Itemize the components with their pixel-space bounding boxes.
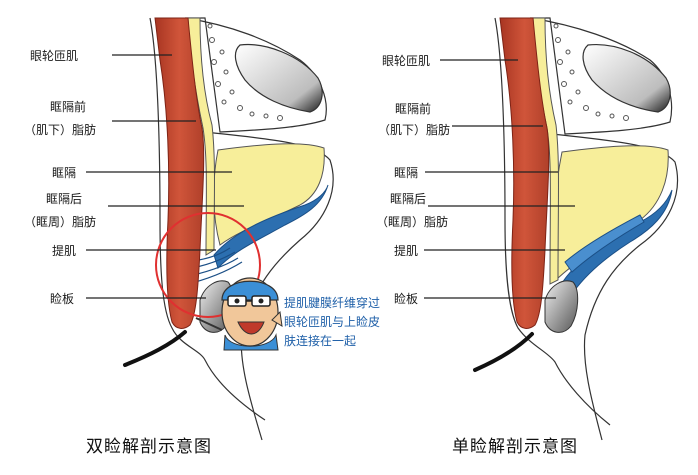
doctor-cartoon <box>195 277 283 351</box>
left-label-orbicularis: 眼轮匝肌 <box>30 49 79 63</box>
left-label-postseptal-fat-line2: （眶周）脂肪 <box>24 215 97 229</box>
left-highlight-circle <box>155 212 261 318</box>
left-eyelid-diagram <box>86 17 334 441</box>
right-label-septum: 眶隔 <box>394 166 419 180</box>
right-eyelid-diagram <box>424 17 679 441</box>
right-leader-lines <box>424 59 575 299</box>
right-label-orbicularis: 眼轮匝肌 <box>382 54 431 68</box>
left-eyelash <box>123 330 187 367</box>
right-bone-dots <box>553 23 629 121</box>
right-levator <box>564 214 645 273</box>
left-label-postseptal-fat-line1: 眶隔后 <box>46 192 83 206</box>
annotation-line-3: 肤连接在一起 <box>284 334 357 348</box>
left-label-preseptal-fat-line1: 眶隔前 <box>50 100 87 114</box>
left-orbit-cavity <box>234 43 323 113</box>
right-skin-outline <box>494 17 611 426</box>
right-label-preseptal-fat-line2: （肌下）脂肪 <box>378 123 451 137</box>
left-label-tarsus: 睑板 <box>50 292 75 306</box>
left-orbicularis-muscle <box>154 17 205 329</box>
right-label-levator: 提肌 <box>394 244 419 258</box>
right-label-postseptal-fat-line1: 眶隔后 <box>390 192 427 206</box>
right-orbicularis-muscle <box>499 17 550 329</box>
levator-fiber-annotation: 提肌腱膜纤维穿过 眼轮匝肌与上睑皮 肤连接在一起 <box>284 294 380 351</box>
left-septum <box>213 184 329 269</box>
left-bone-dots <box>207 23 283 121</box>
right-eyelash <box>473 332 534 372</box>
right-orbit-cavity <box>582 43 671 113</box>
right-tarsus <box>544 280 579 333</box>
left-leader-lines <box>86 54 244 299</box>
left-caption: 双睑解剖示意图 <box>86 437 212 457</box>
left-postseptal-fat <box>213 143 325 246</box>
annotation-line-1: 提肌腱膜纤维穿过 <box>284 296 381 310</box>
left-label-preseptal-fat-line2: （肌下）脂肪 <box>24 123 97 137</box>
right-label-preseptal-fat-line1: 眶隔前 <box>395 102 432 116</box>
left-label-levator: 提肌 <box>52 244 77 258</box>
right-label-postseptal-fat-line2: （眶周）脂肪 <box>376 215 449 229</box>
right-label-tarsus: 睑板 <box>394 292 419 306</box>
annotation-line-2: 眼轮匝肌与上睑皮 <box>284 315 381 329</box>
left-label-septum: 眶隔 <box>52 166 77 180</box>
right-caption: 单睑解剖示意图 <box>452 437 578 457</box>
left-skin-outline <box>149 17 266 421</box>
